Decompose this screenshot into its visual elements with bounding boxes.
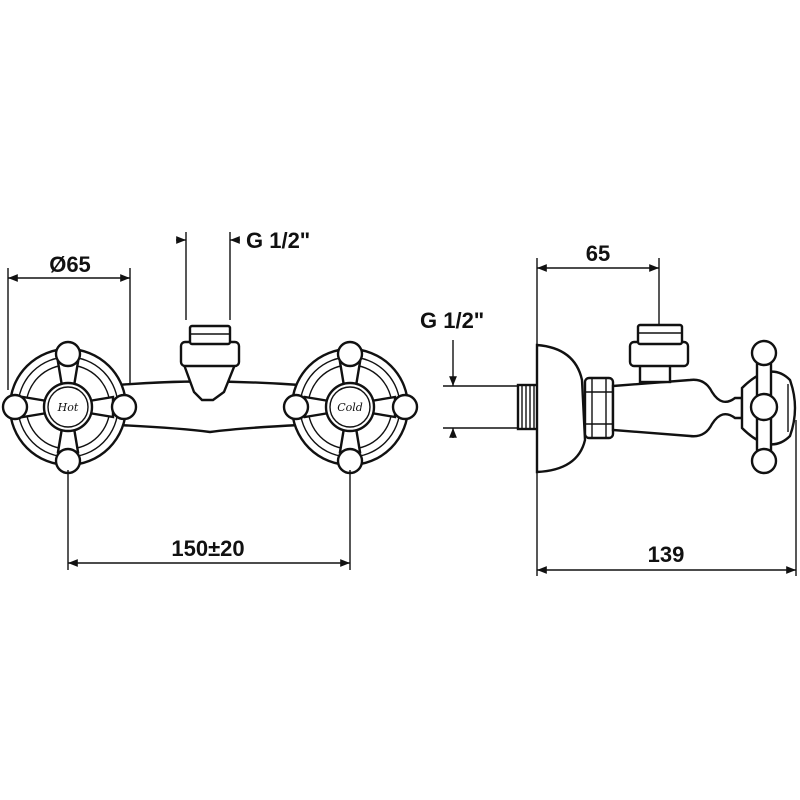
cold-knob: Cold — [282, 340, 419, 475]
diameter-label: Ø65 — [49, 252, 91, 277]
spacing-dimension: 150±20 — [67, 470, 351, 570]
diameter-dimension: Ø65 — [7, 252, 131, 390]
hex-nut — [583, 376, 615, 440]
side-outlet — [628, 323, 690, 384]
cold-knob-label: Cold — [337, 401, 363, 414]
side-knob — [740, 339, 797, 475]
total-dimension: 139 — [536, 420, 797, 576]
front-inlet-label: G 1/2" — [246, 228, 310, 253]
side-view: 65 G 1/2" — [420, 241, 797, 576]
wall-flange — [535, 343, 587, 474]
hot-knob-label: Hot — [57, 401, 79, 414]
side-body — [611, 378, 744, 438]
front-view: Ø65 G 1/2" — [1, 228, 419, 570]
spacing-label: 150±20 — [171, 536, 244, 561]
depth-dimension: 65 — [536, 241, 660, 350]
threaded-inlet — [516, 383, 540, 431]
side-inlet-dimension: G 1/2" — [420, 308, 530, 438]
central-outlet — [179, 324, 241, 402]
front-inlet-dimension: G 1/2" — [176, 228, 310, 320]
side-inlet-label: G 1/2" — [420, 308, 484, 333]
total-label: 139 — [648, 542, 685, 567]
hot-knob: Hot — [1, 340, 138, 475]
depth-label: 65 — [586, 241, 610, 266]
